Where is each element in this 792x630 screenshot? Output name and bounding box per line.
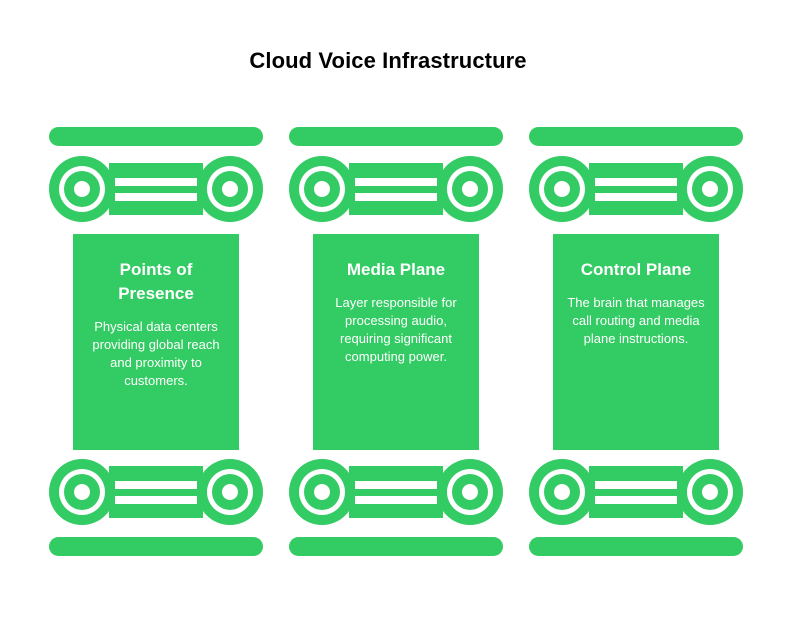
- pillar-text: Points of Presence Physical data centers…: [82, 258, 230, 390]
- pillar-description: Physical data centers providing global r…: [92, 319, 220, 388]
- capital-groove: [595, 193, 677, 201]
- base-groove: [595, 496, 677, 504]
- capital-top-bar: [49, 127, 263, 146]
- base-scroll-eye: [314, 484, 330, 500]
- column-shaft: [73, 234, 239, 450]
- pillar-title: Media Plane: [346, 260, 446, 279]
- base-band: [589, 466, 683, 518]
- base-groove: [115, 496, 197, 504]
- base-scroll-eye: [462, 484, 478, 500]
- base-bottom-bar: [49, 537, 263, 556]
- pillar-graphic: [49, 127, 263, 556]
- base-scroll-eye: [222, 484, 238, 500]
- base-band: [349, 466, 443, 518]
- pillar-description: The brain that manages call routing and …: [567, 295, 705, 346]
- base-groove: [355, 481, 437, 489]
- pillar-media-plane: Media Plane Layer responsible for proces…: [289, 0, 503, 630]
- capital-scroll-eye: [462, 181, 478, 197]
- pillar-points-of-presence: Points of Presence Physical data centers…: [49, 0, 263, 630]
- pillar-control-plane: Control Plane The brain that manages cal…: [529, 0, 743, 630]
- capital-groove: [355, 193, 437, 201]
- capital-scroll-eye: [222, 181, 238, 197]
- capital-band: [349, 163, 443, 215]
- pillar-text: Media Plane Layer responsible for proces…: [322, 258, 470, 366]
- column-shaft: [313, 234, 479, 450]
- pillar-title: Points of Presence: [118, 260, 194, 303]
- capital-band: [109, 163, 203, 215]
- capital-top-bar: [289, 127, 503, 146]
- capital-groove: [115, 178, 197, 186]
- capital-scroll-eye: [74, 181, 90, 197]
- capital-top-bar: [529, 127, 743, 146]
- base-bottom-bar: [289, 537, 503, 556]
- capital-band: [589, 163, 683, 215]
- base-groove: [595, 481, 677, 489]
- column-shaft: [553, 234, 719, 450]
- capital-groove: [595, 178, 677, 186]
- pillar-text: Control Plane The brain that manages cal…: [562, 258, 710, 348]
- capital-scroll-eye: [314, 181, 330, 197]
- base-scroll-eye: [702, 484, 718, 500]
- pillar-graphic: [289, 127, 503, 556]
- base-scroll-eye: [554, 484, 570, 500]
- pillar-graphic: [529, 127, 743, 556]
- capital-groove: [355, 178, 437, 186]
- capital-scroll-eye: [554, 181, 570, 197]
- base-groove: [355, 496, 437, 504]
- capital-groove: [115, 193, 197, 201]
- pillar-title: Control Plane: [580, 260, 692, 279]
- page-title: Cloud Voice Infrastructure: [249, 48, 527, 73]
- capital-scroll-eye: [702, 181, 718, 197]
- base-scroll-eye: [74, 484, 90, 500]
- base-bottom-bar: [529, 537, 743, 556]
- base-groove: [115, 481, 197, 489]
- pillar-description: Layer responsible for processing audio, …: [335, 295, 457, 364]
- base-band: [109, 466, 203, 518]
